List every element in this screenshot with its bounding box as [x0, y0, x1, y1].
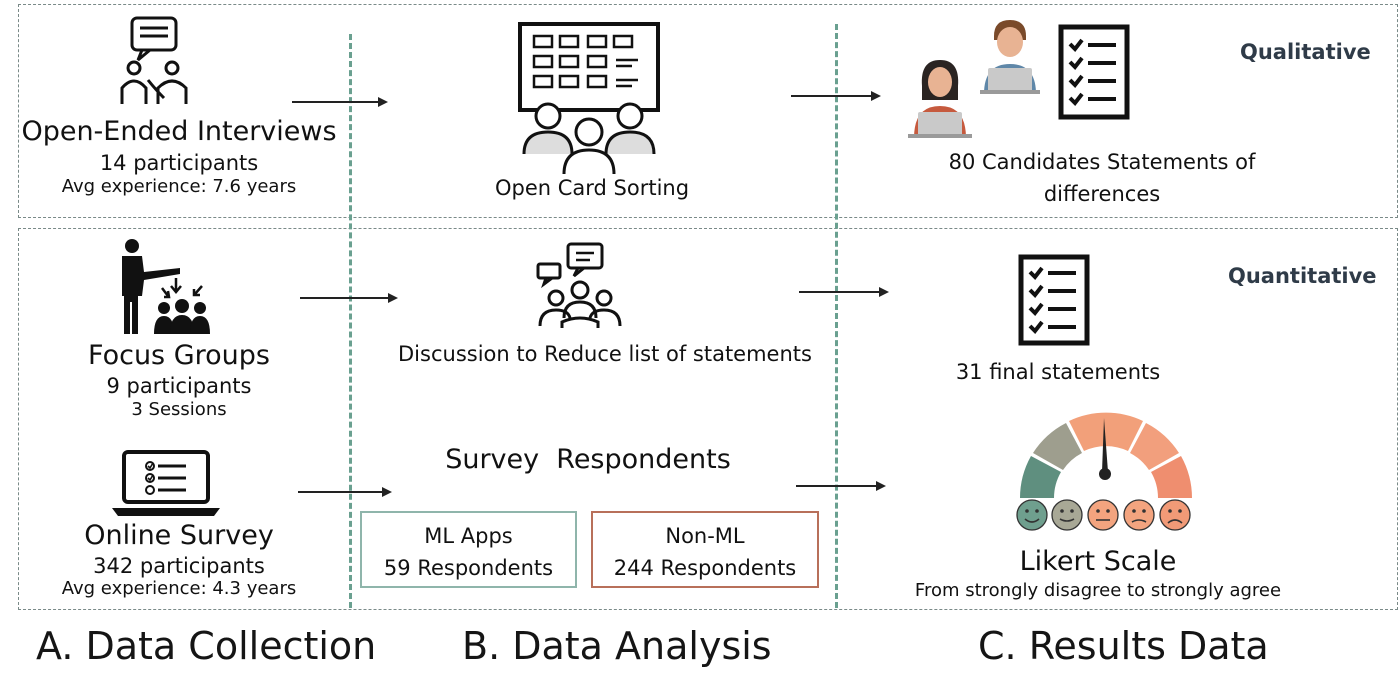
qualitative-region: [18, 4, 1398, 218]
survey-experience: Avg experience: 4.3 years: [61, 578, 297, 599]
presenter-icon: [122, 239, 210, 334]
non-ml-label: Non-ML: [665, 524, 745, 548]
divider-collection-analysis: [349, 34, 352, 608]
qualitative-tag: Qualitative: [1240, 40, 1371, 64]
ml-apps-box: ML Apps 59 Respondents: [360, 511, 577, 588]
focus-groups-sessions: 3 Sessions: [131, 399, 227, 420]
arrow-sorting-to-candidates: [791, 90, 881, 102]
interviews-experience: Avg experience: 7.6 years: [61, 176, 297, 197]
man-laptop-icon: [980, 20, 1040, 94]
focus-groups-title: Focus Groups: [88, 340, 270, 371]
arrow-focus-to-discussion: [300, 292, 398, 304]
interviews-title: Open-Ended Interviews: [21, 116, 337, 147]
card-sorting-icon: [518, 22, 660, 175]
arrow-respondents-to-likert: [796, 480, 886, 492]
likert-faces-icon: [1016, 499, 1191, 531]
checklist-icon: [1058, 24, 1130, 120]
survey-respondents-title: Survey Respondents: [445, 444, 731, 475]
discussion-label: Discussion to Reduce list of statements: [398, 342, 812, 366]
ml-apps-label: ML Apps: [424, 524, 513, 548]
card-sorting-label: Open Card Sorting: [494, 176, 690, 200]
discussion-icon: [536, 242, 622, 328]
focus-groups-participants: 9 participants: [106, 374, 252, 398]
likert-gauge-icon: [1020, 412, 1192, 498]
ml-apps-count: 59 Respondents: [383, 556, 554, 580]
section-a-label: A. Data Collection: [36, 624, 377, 668]
woman-laptop-icon: [908, 60, 972, 138]
arrow-discussion-to-final: [799, 286, 889, 298]
interview-icon: [120, 16, 188, 104]
arrow-interviews-to-sorting: [292, 96, 388, 108]
divider-analysis-results: [835, 24, 838, 608]
arrow-survey-to-respondents: [298, 486, 392, 498]
laptop-survey-icon: [112, 450, 220, 516]
quantitative-region: [18, 228, 1398, 610]
candidates-line1: 80 Candidates Statements of: [948, 150, 1256, 174]
likert-subtitle: From strongly disagree to strongly agree: [914, 580, 1282, 601]
section-c-label: C. Results Data: [978, 624, 1269, 668]
final-statements-label: 31 final statements: [955, 360, 1161, 384]
survey-title: Online Survey: [84, 520, 274, 551]
quantitative-tag: Quantitative: [1228, 264, 1377, 288]
candidates-line2: differences: [1043, 182, 1161, 206]
likert-title: Likert Scale: [1019, 546, 1177, 577]
final-checklist-icon: [1018, 254, 1090, 346]
non-ml-count: 244 Respondents: [613, 556, 797, 580]
survey-participants: 342 participants: [93, 554, 265, 578]
section-b-label: B. Data Analysis: [462, 624, 772, 668]
non-ml-box: Non-ML 244 Respondents: [591, 511, 819, 588]
interviews-participants: 14 participants: [99, 151, 259, 175]
